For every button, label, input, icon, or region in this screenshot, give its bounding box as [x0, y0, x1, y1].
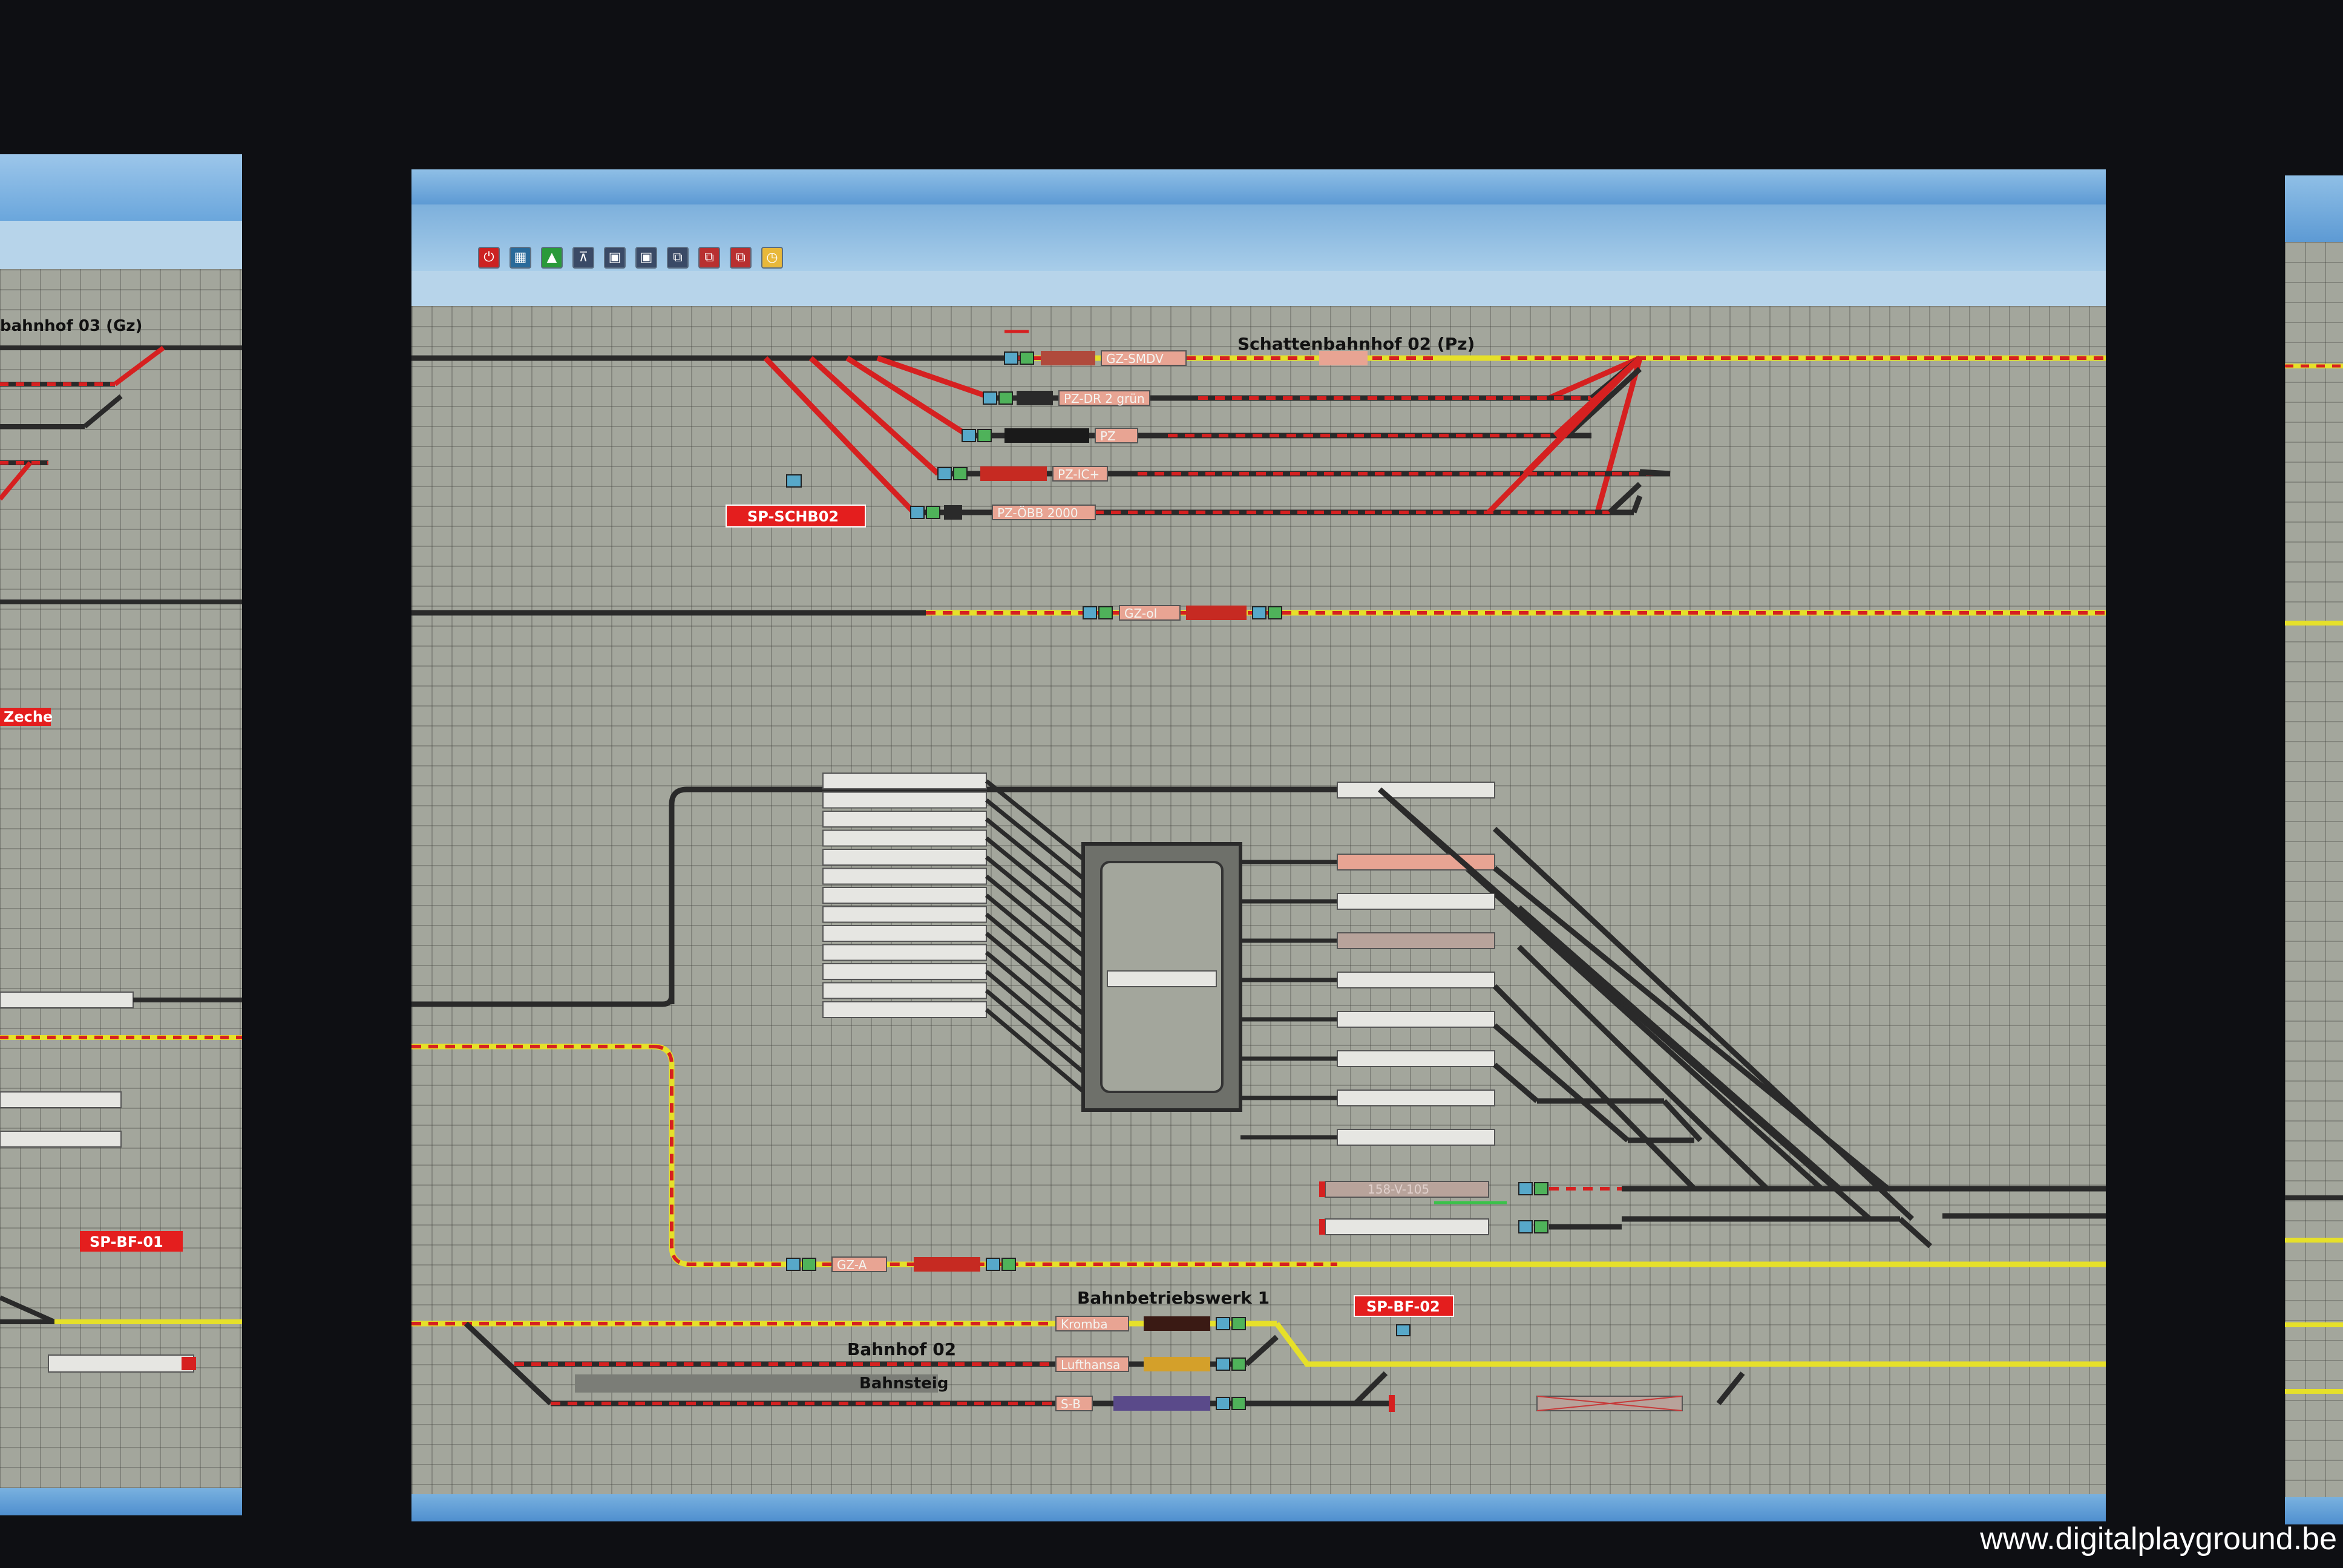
train-shadow4: PZ-IC+ — [1058, 467, 1099, 482]
depot-stall-left[interactable] — [822, 944, 987, 961]
depot-stall-right[interactable] — [1337, 1129, 1495, 1146]
depot-stall-right[interactable] — [1337, 972, 1495, 988]
right-titlebar — [2285, 175, 2343, 242]
depot-stall-left[interactable] — [822, 829, 987, 847]
titlebar — [411, 169, 2106, 204]
train-main-line: GZ-ol — [1124, 606, 1157, 621]
loco-red2-icon[interactable]: ⧉ — [730, 247, 752, 269]
power-stop-icon[interactable]: ⏻ — [478, 247, 500, 269]
train-depot-blocked: 158-V-105 — [1368, 1182, 1429, 1197]
depot-stall-left[interactable] — [822, 887, 987, 904]
depot-stall-left[interactable] — [822, 791, 987, 809]
depot-stall-left[interactable] — [822, 811, 987, 828]
sp-bf-01-label: SP-BF-01 — [90, 1233, 163, 1250]
right-statusbar — [2285, 1497, 2343, 1524]
station-title: Bahnhof 02 — [847, 1339, 956, 1359]
grid-icon[interactable]: ▦ — [510, 247, 531, 269]
depot-stall-left[interactable] — [822, 1001, 987, 1018]
sp-schb02-label: SP-SCHB02 — [747, 508, 839, 525]
depot-stall-right[interactable] — [1337, 893, 1495, 910]
depot-stall-left[interactable] — [822, 982, 987, 999]
block-alt-icon[interactable]: ▣ — [635, 247, 657, 269]
train-shadow5: PZ-ÖBB 2000 — [997, 506, 1078, 520]
clock-icon[interactable]: ◷ — [761, 247, 783, 269]
loco-red-icon[interactable]: ⧉ — [698, 247, 720, 269]
depot-stall-left[interactable] — [822, 867, 987, 885]
depot-stall-right[interactable] — [1337, 1050, 1495, 1067]
block-icon[interactable]: ▣ — [604, 247, 626, 269]
right-track-diagram — [2285, 364, 2343, 1394]
loco-icon[interactable]: ⧉ — [667, 247, 689, 269]
depot-stall-left[interactable] — [822, 849, 987, 866]
platform-label: Bahnsteig — [859, 1374, 948, 1393]
train-depot-in: GZ-A — [837, 1258, 867, 1272]
train-station2: Lufthansa — [1061, 1357, 1120, 1372]
shadow-station-title: Schattenbahnhof 02 (Pz) — [1237, 334, 1475, 354]
left-track-grid — [0, 269, 242, 1488]
depot-stall-right[interactable] — [1337, 1011, 1495, 1028]
depot-stall-right[interactable] — [1337, 932, 1495, 949]
right-monitor — [2285, 175, 2343, 1524]
left-station-title: bahnhof 03 (Gz) — [0, 317, 142, 335]
main-monitor: ⏻ ▦ ▲ ⊼ ▣ ▣ ⧉ ⧉ ⧉ ◷ Schattenbahnhof 02 (Pz) — [411, 169, 2106, 1521]
statusbar — [411, 1494, 2106, 1521]
depot-stall-right[interactable] — [1337, 1089, 1495, 1106]
left-statusbar — [0, 1488, 242, 1515]
depot-stall-left[interactable] — [822, 925, 987, 942]
right-track-grid — [2285, 242, 2343, 1497]
watermark: www.digitalplayground.be — [1980, 1521, 2337, 1557]
left-monitor: bahnhof 03 (Gz) Zeche SP-BF-01 — [0, 154, 242, 1515]
crane-icon[interactable]: ⊼ — [572, 247, 594, 269]
train-shadow1: GZ-SMDV — [1106, 351, 1164, 366]
sp-bf-02-label: SP-BF-02 — [1366, 1298, 1440, 1315]
depot-stall-left[interactable] — [822, 963, 987, 980]
left-track-diagram: bahnhof 03 (Gz) Zeche SP-BF-01 — [0, 317, 242, 1373]
depot-stall-left[interactable] — [822, 906, 987, 923]
train-station3: S-B — [1061, 1397, 1081, 1411]
train-shadow3: PZ — [1100, 429, 1116, 443]
depot-title: Bahnbetriebswerk 1 — [1077, 1288, 1270, 1308]
train-station1: Kromba — [1061, 1317, 1108, 1331]
depot-stall-left[interactable] — [822, 773, 987, 789]
train-shadow2: PZ-DR 2 grün — [1064, 391, 1145, 406]
track-diagram: Schattenbahnhof 02 (Pz) — [411, 330, 2106, 1412]
zeche-label: Zeche — [4, 708, 53, 725]
go-icon[interactable]: ▲ — [541, 247, 563, 269]
left-titlebar — [0, 154, 242, 221]
